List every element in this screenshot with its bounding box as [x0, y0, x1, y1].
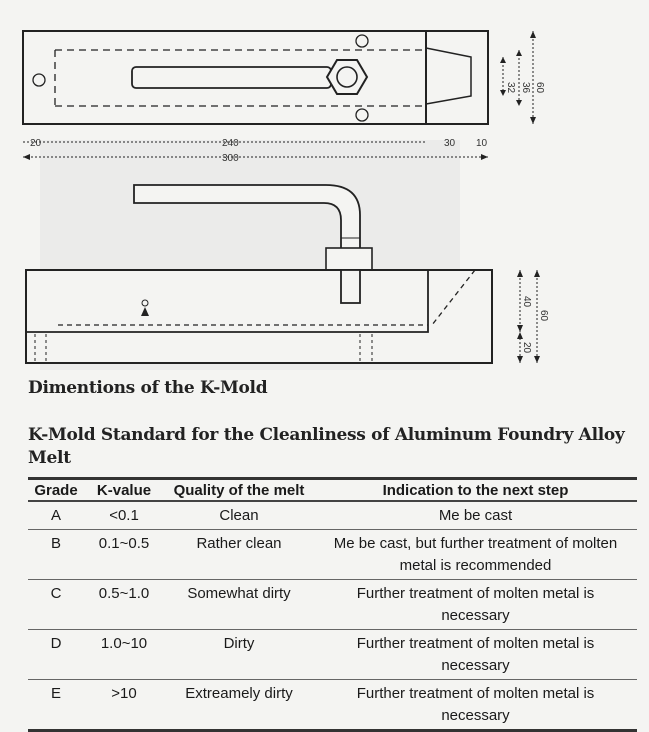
cell: Clean	[164, 501, 314, 530]
cell: C	[28, 579, 84, 630]
cell: Further treatment of molten metal is nec…	[314, 629, 637, 680]
cell: Further treatment of molten metal is nec…	[314, 579, 637, 630]
cell: Rather clean	[164, 529, 314, 580]
table-header: Grade K-value Quality of the melt Indica…	[28, 478, 637, 502]
header-indication: Indication to the next step	[314, 478, 637, 502]
top-view: 20 240 30 10 300 32 36 60	[22, 30, 545, 164]
cell: Somewhat dirty	[164, 579, 314, 630]
cleanliness-table: Grade K-value Quality of the melt Indica…	[28, 477, 637, 732]
cell: D	[28, 629, 84, 680]
dim-30: 30	[444, 138, 456, 149]
cell: <0.1	[84, 501, 164, 530]
cell: >10	[111, 685, 137, 702]
cell: B	[28, 529, 84, 580]
standard-title: K-Mold Standard for the Cleanliness of A…	[28, 425, 625, 468]
dim-10: 10	[476, 138, 488, 149]
cell: 0.1~0.5	[84, 529, 164, 580]
dim-60-side: 60	[538, 310, 549, 322]
dim-20: 20	[30, 138, 42, 149]
header-quality: Quality of the melt	[164, 478, 314, 502]
dim-240: 240	[222, 138, 239, 149]
cell: Me be cast, but further treatment of mol…	[314, 529, 637, 580]
cell: Extreamely dirty	[185, 685, 293, 702]
dimensions-title: Dimentions of the K-Mold	[28, 378, 268, 398]
dim-300: 300	[222, 153, 239, 164]
dim-36: 36	[520, 82, 531, 94]
cell: Further treatment of molten metal is nec…	[356, 685, 595, 724]
cell: Me be cast	[314, 501, 637, 530]
header-k-value: K-value	[84, 478, 164, 502]
cell: E	[50, 685, 61, 702]
k-mold-drawing: 20 240 30 10 300 32 36 60 40 20 60	[22, 30, 549, 364]
dim-60: 60	[534, 82, 545, 94]
table-row: E >10 Extreamely dirty Further treatment of…	[28, 680, 637, 731]
header-grade: Grade	[28, 478, 84, 502]
side-view: 40 20 60	[25, 184, 549, 364]
cell: 0.5~1.0	[84, 579, 164, 630]
cell: 1.0~10	[84, 629, 164, 680]
cell: A	[28, 501, 84, 530]
dim-32: 32	[505, 82, 516, 94]
dim-40: 40	[521, 296, 532, 308]
cell: Dirty	[164, 629, 314, 680]
dim-20-side: 20	[521, 342, 532, 354]
